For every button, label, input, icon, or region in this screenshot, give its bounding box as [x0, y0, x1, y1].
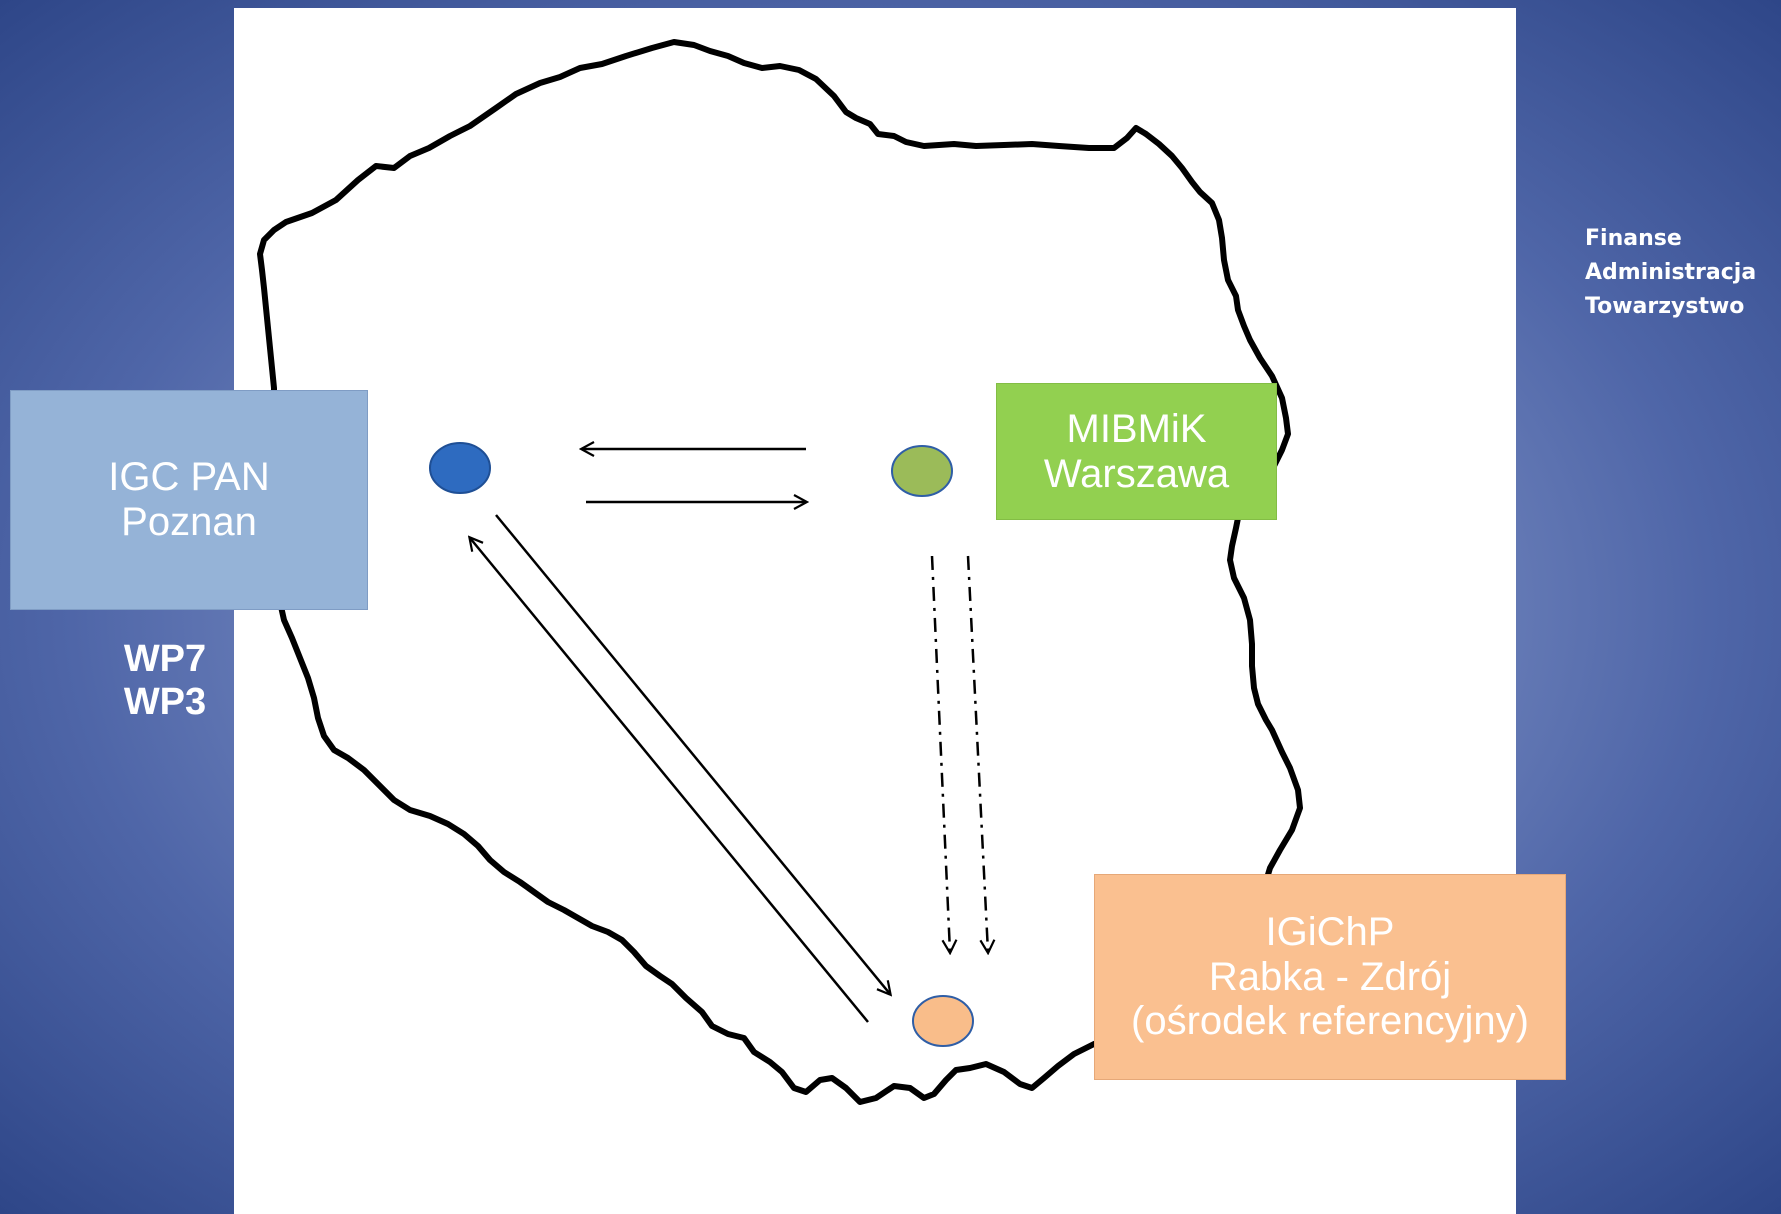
dashed-arrow-mib-to-igi-right — [966, 555, 988, 952]
work-packages: WP7 WP3 — [90, 638, 240, 725]
mib-city: Warszawa — [1043, 451, 1230, 496]
igc-name: IGC PAN — [108, 455, 270, 500]
side-list-item-administracja: Administracja — [1585, 260, 1757, 286]
arrow-igi-to-igc — [470, 538, 869, 1023]
igc-pan-box: IGC PAN Poznan — [10, 390, 368, 610]
arrow-igc-to-igi — [495, 514, 890, 994]
igi-name: IGiChP — [1265, 909, 1395, 954]
mib-node-dot — [891, 445, 953, 497]
work-package-1: WP7 — [123, 638, 207, 680]
igichp-box: IGiChP Rabka - Zdrój (ośrodek referencyj… — [1094, 874, 1566, 1080]
mibmik-box: MIBMiK Warszawa — [996, 383, 1277, 520]
dashed-arrow-mib-to-igi-left — [930, 555, 950, 952]
side-list-item-towarzystwo: Towarzystwo — [1585, 294, 1745, 320]
work-package-2: WP3 — [123, 681, 207, 724]
mib-name: MIBMiK — [1066, 406, 1207, 451]
igi-city: Rabka - Zdrój — [1208, 954, 1452, 999]
side-list-item-finanse: Finanse — [1585, 226, 1682, 251]
igi-role: (ośrodek referencyjny) — [1131, 999, 1529, 1044]
igc-node-dot — [429, 442, 491, 494]
igc-city: Poznan — [121, 500, 257, 544]
side-list: Finanse Administracja Towarzystwo — [1585, 222, 1756, 324]
igi-node-dot — [912, 995, 974, 1047]
